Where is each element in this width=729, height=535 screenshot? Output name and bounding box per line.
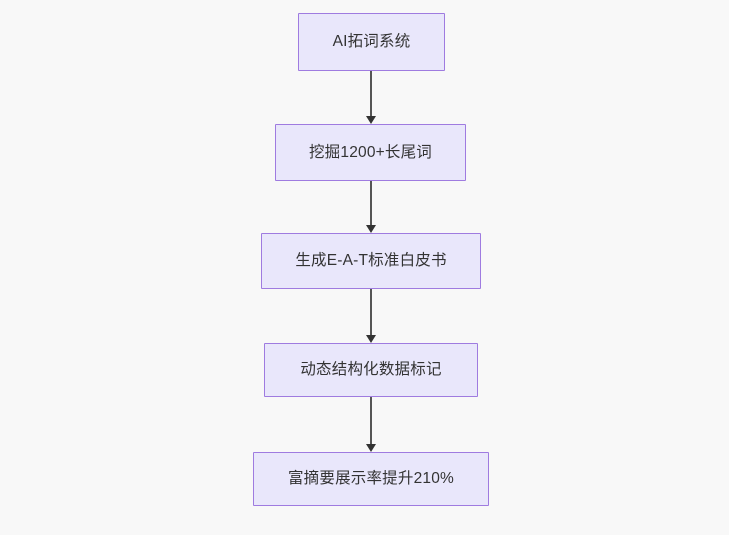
flow-edge-4-5-line [370,397,372,445]
flow-node-1[interactable]: AI拓词系统 [298,13,445,71]
flow-edge-1-2-line [370,71,372,117]
flow-node-1-label: AI拓词系统 [332,33,411,51]
flow-node-4[interactable]: 动态结构化数据标记 [264,343,478,397]
flow-edge-3-4-line [370,289,372,336]
flow-node-3-label: 生成E-A-T标准白皮书 [295,252,447,270]
flow-edge-3-4 [366,289,376,343]
flow-edge-3-4-arrowhead [366,335,376,343]
flow-edge-1-2 [366,71,376,124]
flow-node-5-label: 富摘要展示率提升210% [287,470,455,488]
flow-edge-2-3-arrowhead [366,225,376,233]
flow-edge-2-3-line [370,181,372,226]
flow-node-3[interactable]: 生成E-A-T标准白皮书 [261,233,481,289]
flow-edge-2-3 [366,181,376,233]
flow-node-4-label: 动态结构化数据标记 [300,361,442,379]
flow-edge-4-5-arrowhead [366,444,376,452]
flow-node-2[interactable]: 挖掘1200+长尾词 [275,124,466,181]
flow-node-5[interactable]: 富摘要展示率提升210% [253,452,489,506]
flow-edge-1-2-arrowhead [366,116,376,124]
flow-node-2-label: 挖掘1200+长尾词 [308,143,433,161]
flow-edge-4-5 [366,397,376,452]
